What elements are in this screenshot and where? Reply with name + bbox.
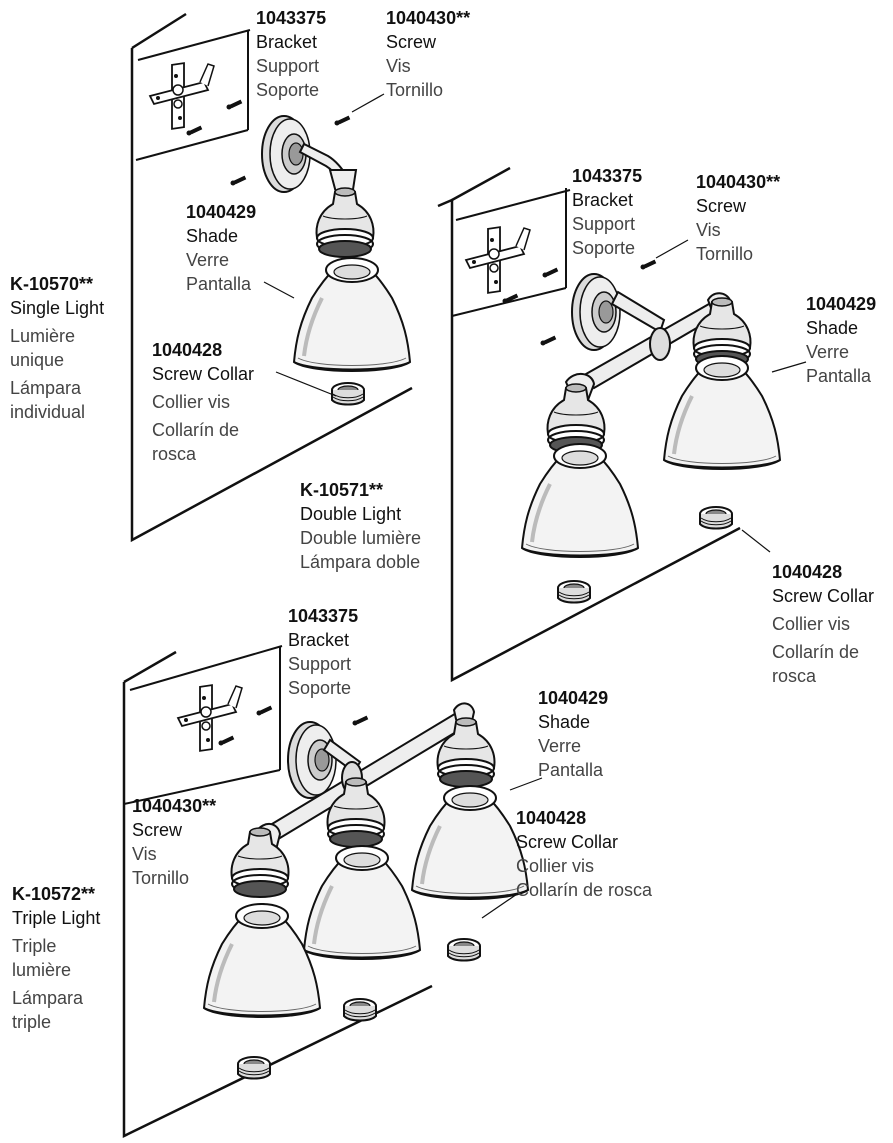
triple-name-fr-2: lumière <box>12 960 72 980</box>
single-name-fr-2: unique <box>10 350 65 370</box>
single-name-fr-1: Lumière <box>10 326 76 346</box>
triple-screw-part-number: 1040430** <box>132 796 217 816</box>
single-screw-part-number: 1040430** <box>386 8 471 28</box>
triple-bracket-part-number: 1043375 <box>288 606 359 626</box>
triple-collar-en: Screw Collar <box>516 832 619 852</box>
double-shade-fr: Verre <box>806 342 850 362</box>
triple-collar-part-number: 1040428 <box>516 808 587 828</box>
triple-collar-label: 1040428 Screw Collar Collier vis Collarí… <box>516 806 652 902</box>
single-screw-fr: Vis <box>386 56 411 76</box>
triple-name-es-2: triple <box>12 1012 52 1032</box>
single-shade-fr: Verre <box>186 250 230 270</box>
triple-screw-en: Screw <box>132 820 183 840</box>
single-collar-es-2: rosca <box>152 444 197 464</box>
double-screw-label: 1040430** Screw Vis Tornillo <box>696 170 780 266</box>
double-screw-part-number: 1040430** <box>696 172 781 192</box>
single-collar-fr: Collier vis <box>152 392 231 412</box>
single-model-label: K-10570** Single Light Lumière unique Lá… <box>10 272 104 424</box>
single-collar-label: 1040428 Screw Collar Collier vis Collarí… <box>152 338 254 466</box>
double-collar-es-2: rosca <box>772 666 817 686</box>
triple-bracket-fr: Support <box>288 654 352 674</box>
double-collar-es-1: Collarín de <box>772 642 860 662</box>
single-shade-en: Shade <box>186 226 239 246</box>
triple-light-assembly <box>122 645 543 1138</box>
single-shade-label: 1040429 Shade Verre Pantalla <box>186 200 256 296</box>
triple-shade-es: Pantalla <box>538 760 604 780</box>
double-name-en: Double Light <box>300 504 402 524</box>
single-name-es-1: Lámpara <box>10 378 82 398</box>
double-shade-label: 1040429 Shade Verre Pantalla <box>806 292 876 388</box>
double-bracket-fr: Support <box>572 214 636 234</box>
triple-shade-label: 1040429 Shade Verre Pantalla <box>538 686 608 782</box>
double-screw-en: Screw <box>696 196 747 216</box>
triple-name-fr-1: Triple <box>12 936 57 956</box>
single-screw-es: Tornillo <box>386 80 444 100</box>
double-screw-es: Tornillo <box>696 244 754 264</box>
triple-name-es-1: Lámpara <box>12 988 84 1008</box>
triple-name-en: Triple Light <box>12 908 101 928</box>
triple-shade-en: Shade <box>538 712 591 732</box>
double-shade-es: Pantalla <box>806 366 872 386</box>
single-bracket-fr: Support <box>256 56 320 76</box>
single-collar-en: Screw Collar <box>152 364 255 384</box>
triple-model-number: K-10572** <box>12 884 96 904</box>
single-model-number: K-10570** <box>10 274 94 294</box>
single-name-en: Single Light <box>10 298 105 318</box>
double-shade-part-number: 1040429 <box>806 294 877 314</box>
single-screw-en: Screw <box>386 32 437 52</box>
triple-shade-part-number: 1040429 <box>538 688 609 708</box>
triple-bracket-es: Soporte <box>288 678 352 698</box>
triple-bracket-label: 1043375 Bracket Support Soporte <box>288 604 358 700</box>
single-shade-es: Pantalla <box>186 274 252 294</box>
triple-collar-es: Collarín de rosca <box>516 880 653 900</box>
double-screw-fr: Vis <box>696 220 721 240</box>
single-bracket-label: 1043375 Bracket Support Soporte <box>256 6 326 102</box>
double-shade-en: Shade <box>806 318 859 338</box>
double-collar-en: Screw Collar <box>772 586 875 606</box>
double-bracket-part-number: 1043375 <box>572 166 643 186</box>
single-light-assembly <box>130 12 413 543</box>
double-name-fr: Double lumière <box>300 528 422 548</box>
single-name-es-2: individual <box>10 402 86 422</box>
double-model-number: K-10571** <box>300 480 384 500</box>
triple-screw-es: Tornillo <box>132 868 190 888</box>
triple-screw-fr: Vis <box>132 844 157 864</box>
triple-bracket-en: Bracket <box>288 630 350 650</box>
single-screw-label: 1040430** Screw Vis Tornillo <box>386 6 470 102</box>
double-collar-part-number: 1040428 <box>772 562 843 582</box>
double-collar-fr: Collier vis <box>772 614 851 634</box>
double-bracket-en: Bracket <box>572 190 634 210</box>
triple-shade-fr: Verre <box>538 736 582 756</box>
single-collar-part-number: 1040428 <box>152 340 223 360</box>
double-name-es: Lámpara doble <box>300 552 421 572</box>
double-bracket-es: Soporte <box>572 238 636 258</box>
single-bracket-part-number: 1043375 <box>256 8 327 28</box>
double-model-label: K-10571** Double Light Double lumière Lá… <box>300 478 421 574</box>
double-collar-label: 1040428 Screw Collar Collier vis Collarí… <box>772 560 874 688</box>
double-light-assembly <box>437 166 807 683</box>
single-bracket-en: Bracket <box>256 32 318 52</box>
triple-screw-label: 1040430** Screw Vis Tornillo <box>132 794 216 890</box>
triple-collar-fr: Collier vis <box>516 856 595 876</box>
double-bracket-label: 1043375 Bracket Support Soporte <box>572 164 642 260</box>
single-shade-part-number: 1040429 <box>186 202 257 222</box>
single-bracket-es: Soporte <box>256 80 320 100</box>
triple-model-label: K-10572** Triple Light Triple lumière Lá… <box>12 882 100 1034</box>
single-collar-es-1: Collarín de <box>152 420 240 440</box>
